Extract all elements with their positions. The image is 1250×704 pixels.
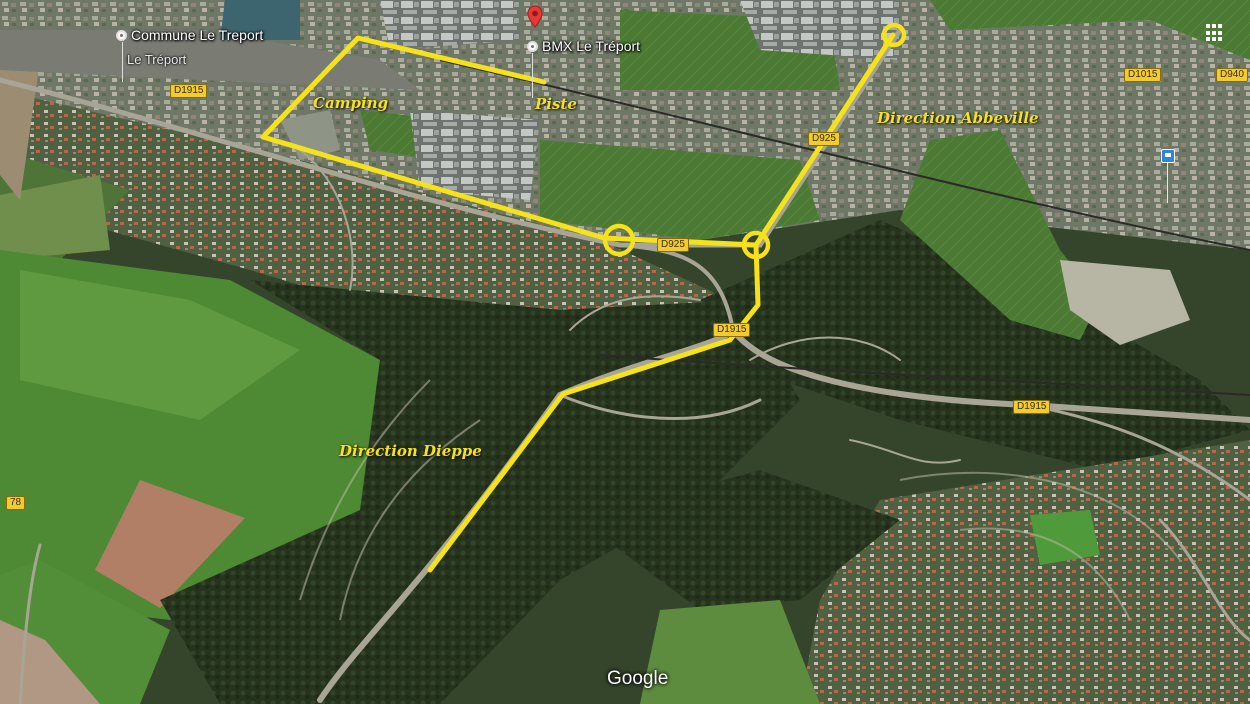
roundabout-east-marker <box>741 230 771 260</box>
road-shield-d1915-east: D1915 <box>1013 400 1051 414</box>
map-pin-icon[interactable] <box>527 5 543 35</box>
abbeville-annotation: Direction Abbeville <box>877 109 1039 127</box>
commune-name: Commune Le Treport <box>131 27 264 43</box>
roundabout-north-marker <box>881 22 907 48</box>
bmx-name: BMX Le Tréport <box>542 38 641 54</box>
camping-annotation: Camping <box>313 94 389 112</box>
commune-label[interactable]: Commune Le Treport <box>116 27 263 43</box>
bmx-label[interactable]: BMX Le Tréport <box>527 38 640 54</box>
road-shield-d1915-west: D1915 <box>170 84 208 98</box>
road-shield-d925-center: D925 <box>657 238 689 252</box>
bus-stop-stem <box>1167 163 1168 203</box>
road-shield-d940: D940 <box>1216 68 1248 82</box>
dieppe-route-line <box>427 242 761 573</box>
camping-route-line <box>260 35 547 140</box>
bus-stop-icon[interactable] <box>1161 149 1175 163</box>
town-label: Le Tréport <box>127 52 187 67</box>
road-shield-d1015: D1015 <box>1124 68 1162 82</box>
road-shield-d925-north: D925 <box>808 132 840 146</box>
bmx-stem <box>532 53 533 98</box>
piste-annotation: Piste <box>535 95 577 113</box>
poi-dot-icon <box>527 40 538 52</box>
road-shield-d1915-center: D1915 <box>713 323 751 337</box>
poi-dot-icon <box>116 29 127 41</box>
google-attribution: Google <box>607 668 669 689</box>
commune-stem <box>122 42 123 82</box>
roundabout-west-marker <box>602 223 636 257</box>
dieppe-annotation: Direction Dieppe <box>339 442 482 460</box>
apps-grid-icon[interactable] <box>1206 24 1224 42</box>
road-shield-78: 78 <box>6 496 26 510</box>
